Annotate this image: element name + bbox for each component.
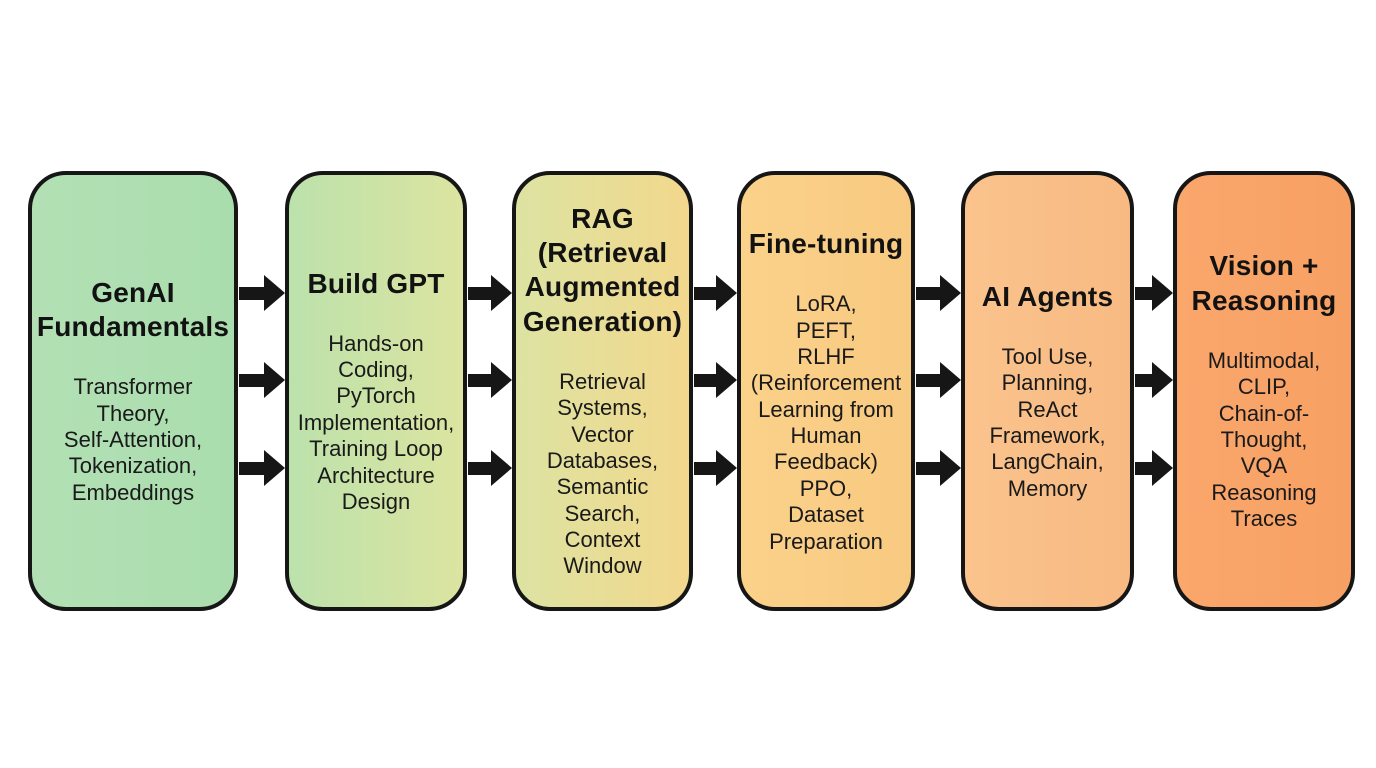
arrow-right-icon [468,362,512,398]
arrow-right-icon [916,362,961,398]
stage-card-genai-fundamentals: GenAI Fundamentals Transformer Theory, S… [28,171,238,611]
arrow-right-icon [1135,275,1173,311]
arrow-right-icon [916,450,961,486]
stage-topics: Tool Use, Planning, ReAct Framework, Lan… [989,343,1106,501]
stage-topics: Transformer Theory, Self-Attention, Toke… [63,374,203,505]
stage-title: Fine-tuning [748,227,904,259]
arrow-right-icon [239,275,285,311]
arrow-right-icon [468,450,512,486]
stage-topics: Hands-on Coding, PyTorch Implementation,… [297,330,455,515]
arrow-right-icon [468,275,512,311]
stage-card-fine-tuning: Fine-tuning LoRA, PEFT, RLHF (Reinforcem… [737,171,915,611]
arrow-right-icon [1135,362,1173,398]
stage-title: GenAI Fundamentals [36,276,230,343]
arrow-right-icon [916,275,961,311]
stage-card-vision-reasoning: Vision + Reasoning Multimodal, CLIP, Cha… [1173,171,1355,611]
arrow-right-icon [239,362,285,398]
stage-title: AI Agents [981,280,1114,312]
stage-title: Build GPT [307,267,445,299]
stage-card-ai-agents: AI Agents Tool Use, Planning, ReAct Fram… [961,171,1134,611]
arrow-right-icon [1135,450,1173,486]
stage-title: Vision + Reasoning [1191,250,1337,316]
stage-topics: Retrieval Systems, Vector Databases, Sem… [546,368,659,579]
stage-card-rag: RAG (Retrieval Augmented Generation) Ret… [512,171,693,611]
arrow-right-icon [239,450,285,486]
arrow-right-icon [694,275,737,311]
stage-card-build-gpt: Build GPT Hands-on Coding, PyTorch Imple… [285,171,467,611]
stage-topics: Multimodal, CLIP, Chain-of- Thought, VQA… [1207,347,1321,532]
stage-title: RAG (Retrieval Augmented Generation) [522,203,683,337]
stage-topics: LoRA, PEFT, RLHF (Reinforcement Learning… [750,291,902,554]
arrow-right-icon [694,450,737,486]
arrow-right-icon [694,362,737,398]
